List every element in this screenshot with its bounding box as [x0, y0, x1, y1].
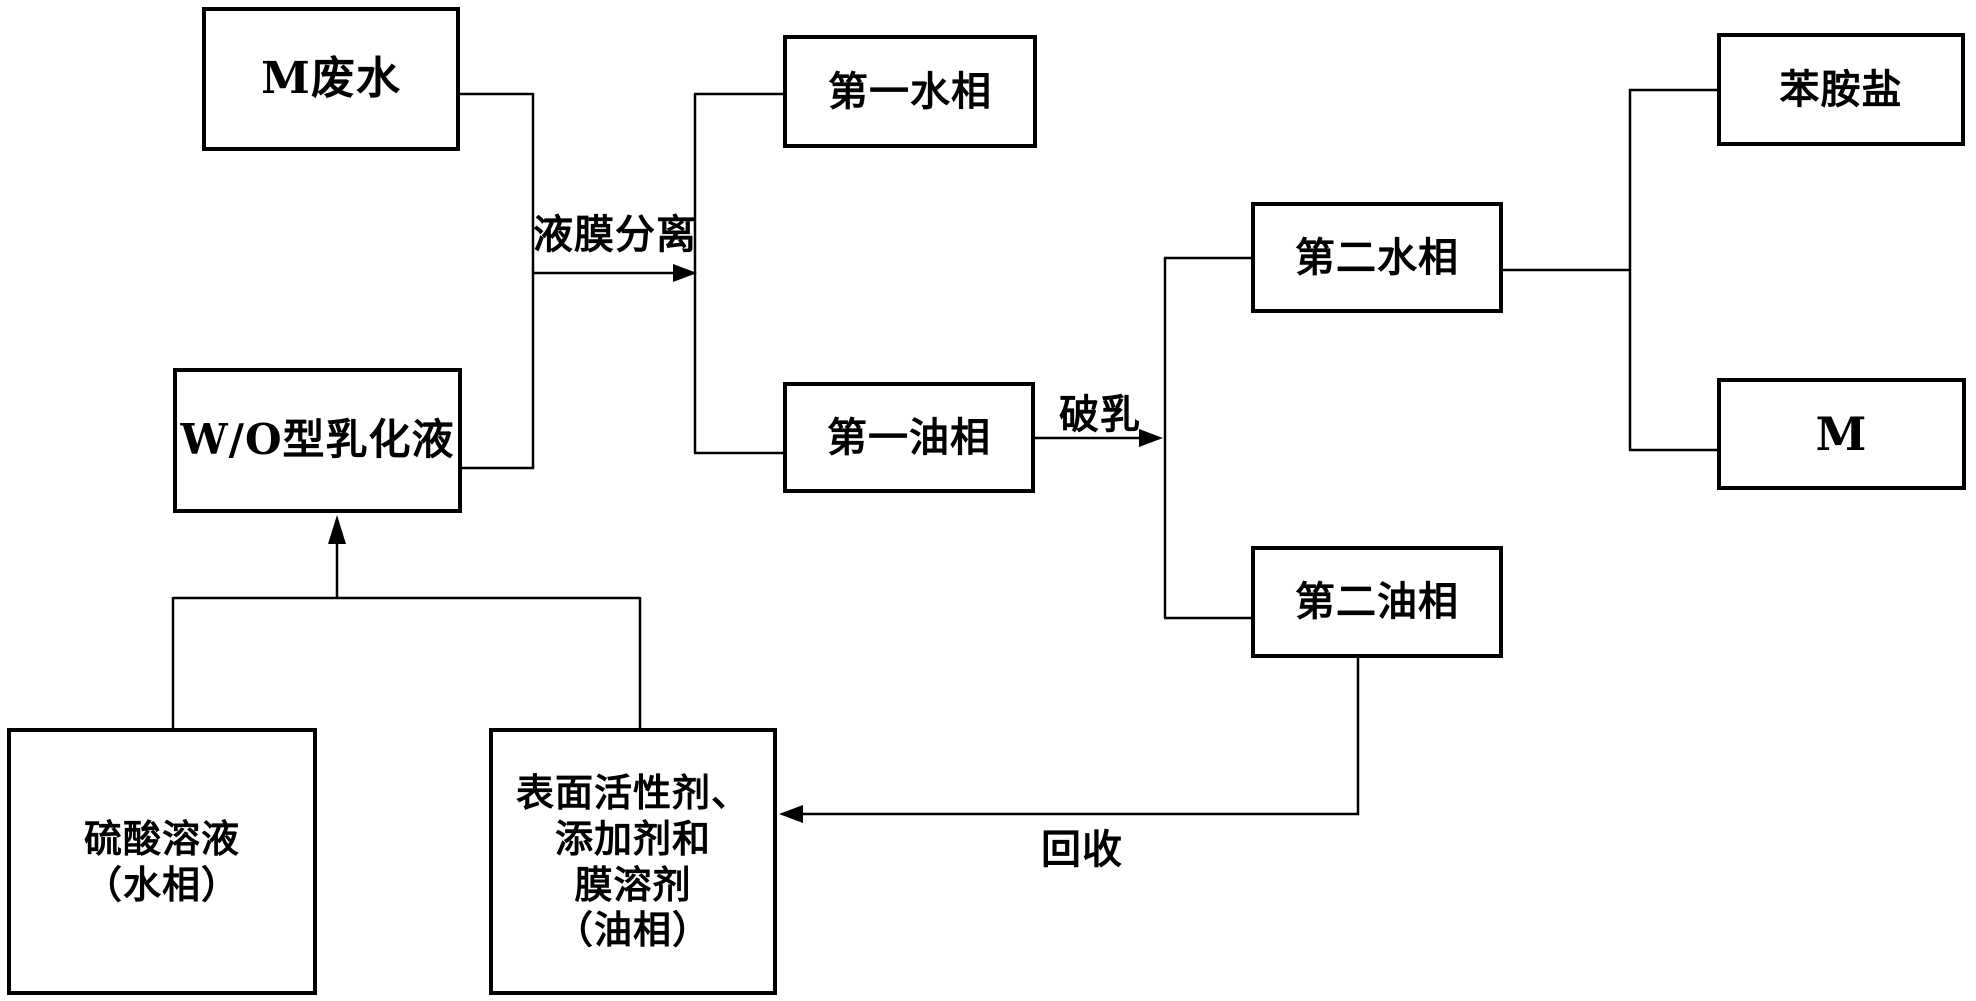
node-surfactant-line1: 表面活性剂、: [515, 770, 750, 816]
arrowhead-membrane-separation: [673, 264, 697, 282]
node-m-product-label: M: [1815, 406, 1868, 461]
arrowhead-recovery: [779, 805, 803, 823]
arrowhead-demulsification: [1139, 429, 1163, 447]
node-second-water: 第二水相: [1251, 202, 1503, 313]
node-surfactant-line2: 添加剂和: [554, 815, 711, 861]
edge-label-recovery: 回收: [1041, 826, 1123, 873]
edge-label-membrane-separation: 液膜分离: [533, 211, 697, 258]
edge-label-demulsification: 破乳: [1059, 391, 1141, 438]
node-m-product: M: [1717, 378, 1966, 490]
node-aniline-salt-label: 苯胺盐: [1779, 65, 1903, 113]
node-m-wastewater-label: M废水: [261, 52, 401, 104]
node-first-oil-label: 第一油相: [827, 413, 991, 461]
node-first-oil: 第一油相: [783, 382, 1035, 493]
node-sulfuric-acid-line1: 硫酸溶液: [83, 815, 240, 861]
arrowhead-feed-up: [328, 515, 346, 544]
node-second-oil-label: 第二油相: [1295, 578, 1459, 625]
node-sulfuric-acid-line2: （水相）: [83, 861, 240, 907]
node-first-water-label: 第一水相: [828, 67, 992, 115]
node-wo-emulsion: W/O型乳化液: [173, 368, 462, 513]
node-surfactant: 表面活性剂、 添加剂和 膜溶剂 （油相）: [489, 728, 777, 995]
node-second-oil: 第二油相: [1251, 546, 1503, 658]
node-surfactant-line4: （油相）: [554, 907, 711, 953]
node-aniline-salt: 苯胺盐: [1717, 33, 1965, 146]
node-m-wastewater: M废水: [202, 7, 460, 151]
node-sulfuric-acid: 硫酸溶液 （水相）: [7, 728, 317, 995]
node-wo-emulsion-label: W/O型乳化液: [180, 415, 455, 465]
node-surfactant-line3: 膜溶剂: [574, 861, 692, 907]
node-second-water-label: 第二水相: [1295, 233, 1459, 281]
node-first-water: 第一水相: [783, 35, 1037, 148]
